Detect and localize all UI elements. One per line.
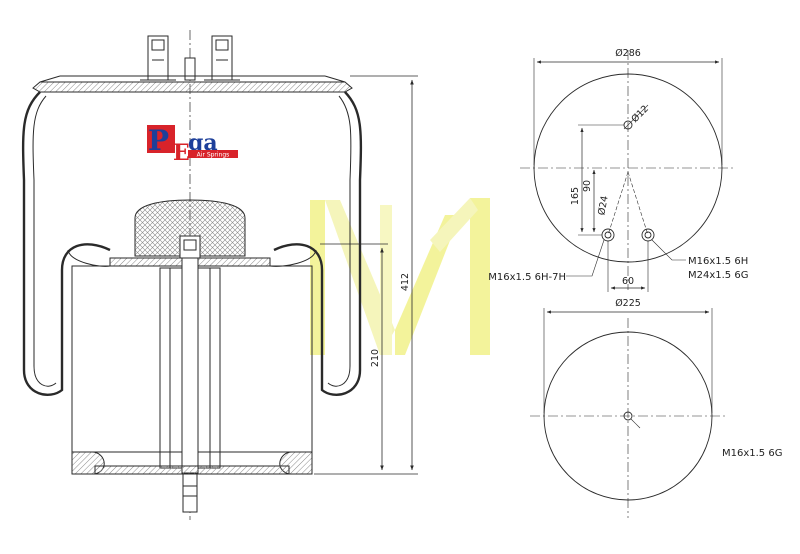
bottom-diameter-label: Ø225: [615, 298, 641, 309]
thread-left-label: M16x1.5 6H-7H: [488, 272, 566, 283]
hole-large-label: Ø24: [596, 195, 610, 216]
bottom-stud: [182, 473, 198, 513]
top-bead-plate: [32, 81, 353, 93]
top-diameter-label: Ø286: [615, 48, 641, 59]
dim-412: [314, 75, 418, 475]
hole-small-label: Ø12: [629, 103, 651, 125]
brand-logo: P E ga Air Springs: [147, 124, 238, 166]
top-view: [520, 50, 736, 292]
logo-letter-e: E: [173, 140, 190, 166]
bellow-outer: [21, 91, 111, 397]
mounting-stud-left: [140, 35, 176, 81]
bumper: [134, 199, 246, 257]
height-total-label: 412: [400, 273, 411, 291]
mounting-stud-right: [204, 35, 240, 81]
height-piston-label: 210: [370, 349, 381, 367]
bottom-hole: [623, 411, 633, 421]
spacing-60-label: 60: [622, 276, 634, 287]
bottom-view: [530, 308, 726, 518]
side-view: [21, 30, 418, 520]
offset-165-label: 165: [570, 187, 581, 205]
logo-letter-p: P: [148, 124, 169, 157]
logo-tagline: Air Springs: [197, 152, 230, 159]
thread-right-label-2: M24x1.5 6G: [688, 270, 748, 281]
offset-90-label: 90: [582, 180, 593, 192]
thread-right-label-1: M16x1.5 6H: [688, 256, 748, 267]
dim-210: [320, 243, 388, 471]
bottom-thread-label: M16x1.5 6G: [722, 448, 782, 459]
